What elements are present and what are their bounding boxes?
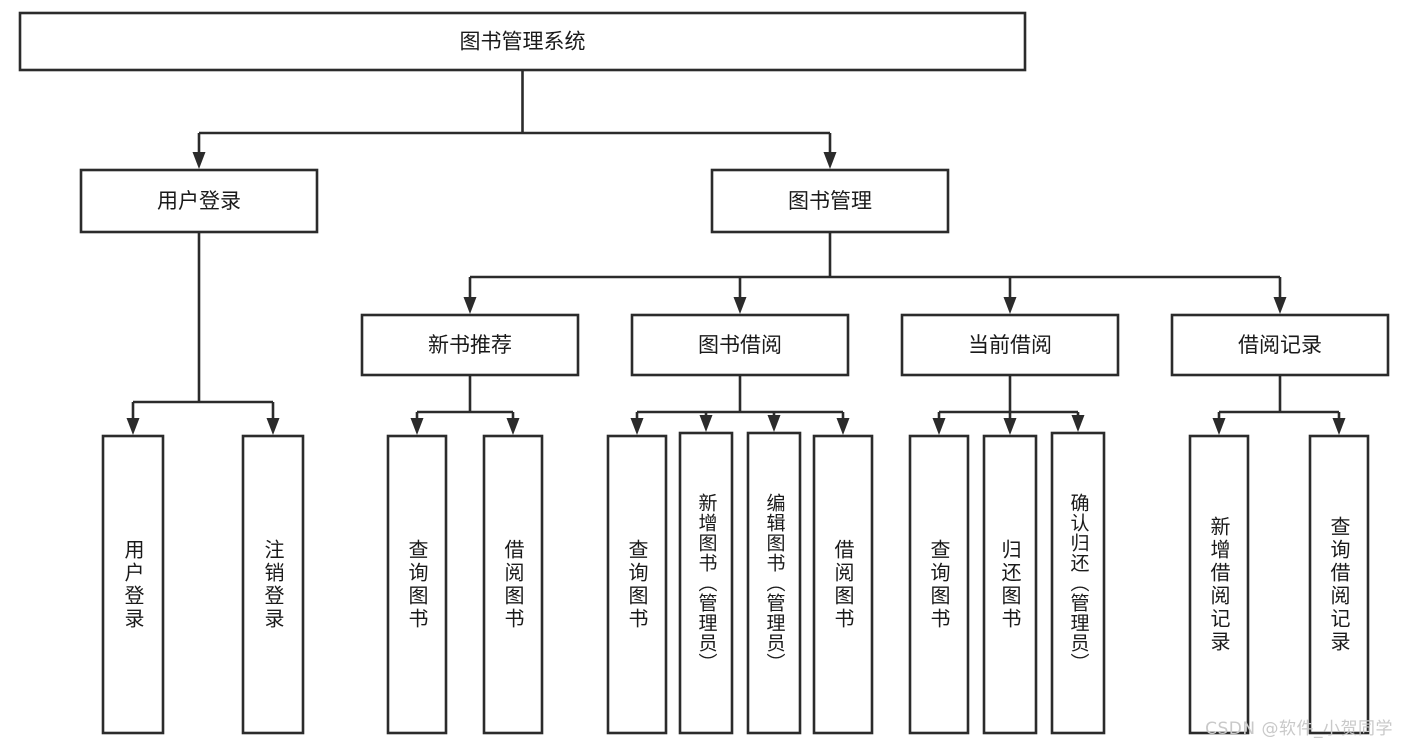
leaf-leaf-query-record[interactable] — [1308, 434, 1370, 735]
arrow-head-icon — [699, 415, 713, 432]
node-new-book-rec[interactable] — [360, 313, 580, 377]
leaf-leaf-logout[interactable] — [241, 434, 305, 735]
leaf-leaf-return-book[interactable] — [982, 434, 1038, 735]
connectors-layer — [126, 70, 1346, 435]
arrow-head-icon — [1212, 418, 1226, 435]
leaf-leaf-confirm-return[interactable] — [1050, 431, 1106, 735]
leaf-leaf-add-book[interactable] — [678, 431, 734, 735]
arrow-head-icon — [266, 418, 280, 435]
arrow-head-icon — [733, 297, 747, 314]
node-book-manage[interactable] — [710, 168, 950, 234]
node-book-manage-label: 图书管理 — [788, 189, 872, 213]
node-borrow-record[interactable] — [1170, 313, 1390, 377]
arrow-head-icon — [1003, 297, 1017, 314]
node-root-label: 图书管理系统 — [460, 30, 586, 54]
leaf-leaf-borrow-book-2[interactable] — [812, 434, 874, 735]
node-root[interactable] — [18, 11, 1027, 72]
arrow-head-icon — [1273, 297, 1287, 314]
arrow-head-icon — [1332, 418, 1346, 435]
watermark: CSDN @软件_小贺同学 — [1205, 719, 1393, 739]
node-current-borrow[interactable] — [900, 313, 1120, 377]
leaf-leaf-query-book-3[interactable] — [908, 434, 970, 735]
arrow-head-icon — [767, 415, 781, 432]
leaf-leaf-query-book-2[interactable] — [606, 434, 668, 735]
arrow-head-icon — [126, 418, 140, 435]
node-book-borrow-label: 图书借阅 — [698, 333, 782, 357]
arrow-head-icon — [1003, 418, 1017, 435]
arrow-head-icon — [836, 418, 850, 435]
node-user-login[interactable] — [79, 168, 319, 234]
leaf-leaf-borrow-book-1[interactable] — [482, 434, 544, 735]
arrow-head-icon — [463, 297, 477, 314]
leaf-leaf-query-book-1[interactable] — [386, 434, 448, 735]
arrow-head-icon — [1071, 415, 1085, 432]
arrow-head-icon — [506, 418, 520, 435]
node-borrow-record-label: 借阅记录 — [1238, 333, 1322, 357]
leaf-leaf-user-login[interactable] — [101, 434, 165, 735]
node-new-book-rec-label: 新书推荐 — [428, 333, 512, 357]
arrow-head-icon — [823, 152, 837, 169]
arrow-head-icon — [932, 418, 946, 435]
arrow-head-icon — [410, 418, 424, 435]
leaf-leaf-add-record[interactable] — [1188, 434, 1250, 735]
boxes-layer — [18, 11, 1390, 735]
node-book-borrow[interactable] — [630, 313, 850, 377]
arrow-head-icon — [192, 152, 206, 169]
node-user-login-label: 用户登录 — [157, 189, 241, 213]
node-current-borrow-label: 当前借阅 — [968, 333, 1052, 357]
leaf-leaf-edit-book[interactable] — [746, 431, 802, 735]
arrow-head-icon — [630, 418, 644, 435]
